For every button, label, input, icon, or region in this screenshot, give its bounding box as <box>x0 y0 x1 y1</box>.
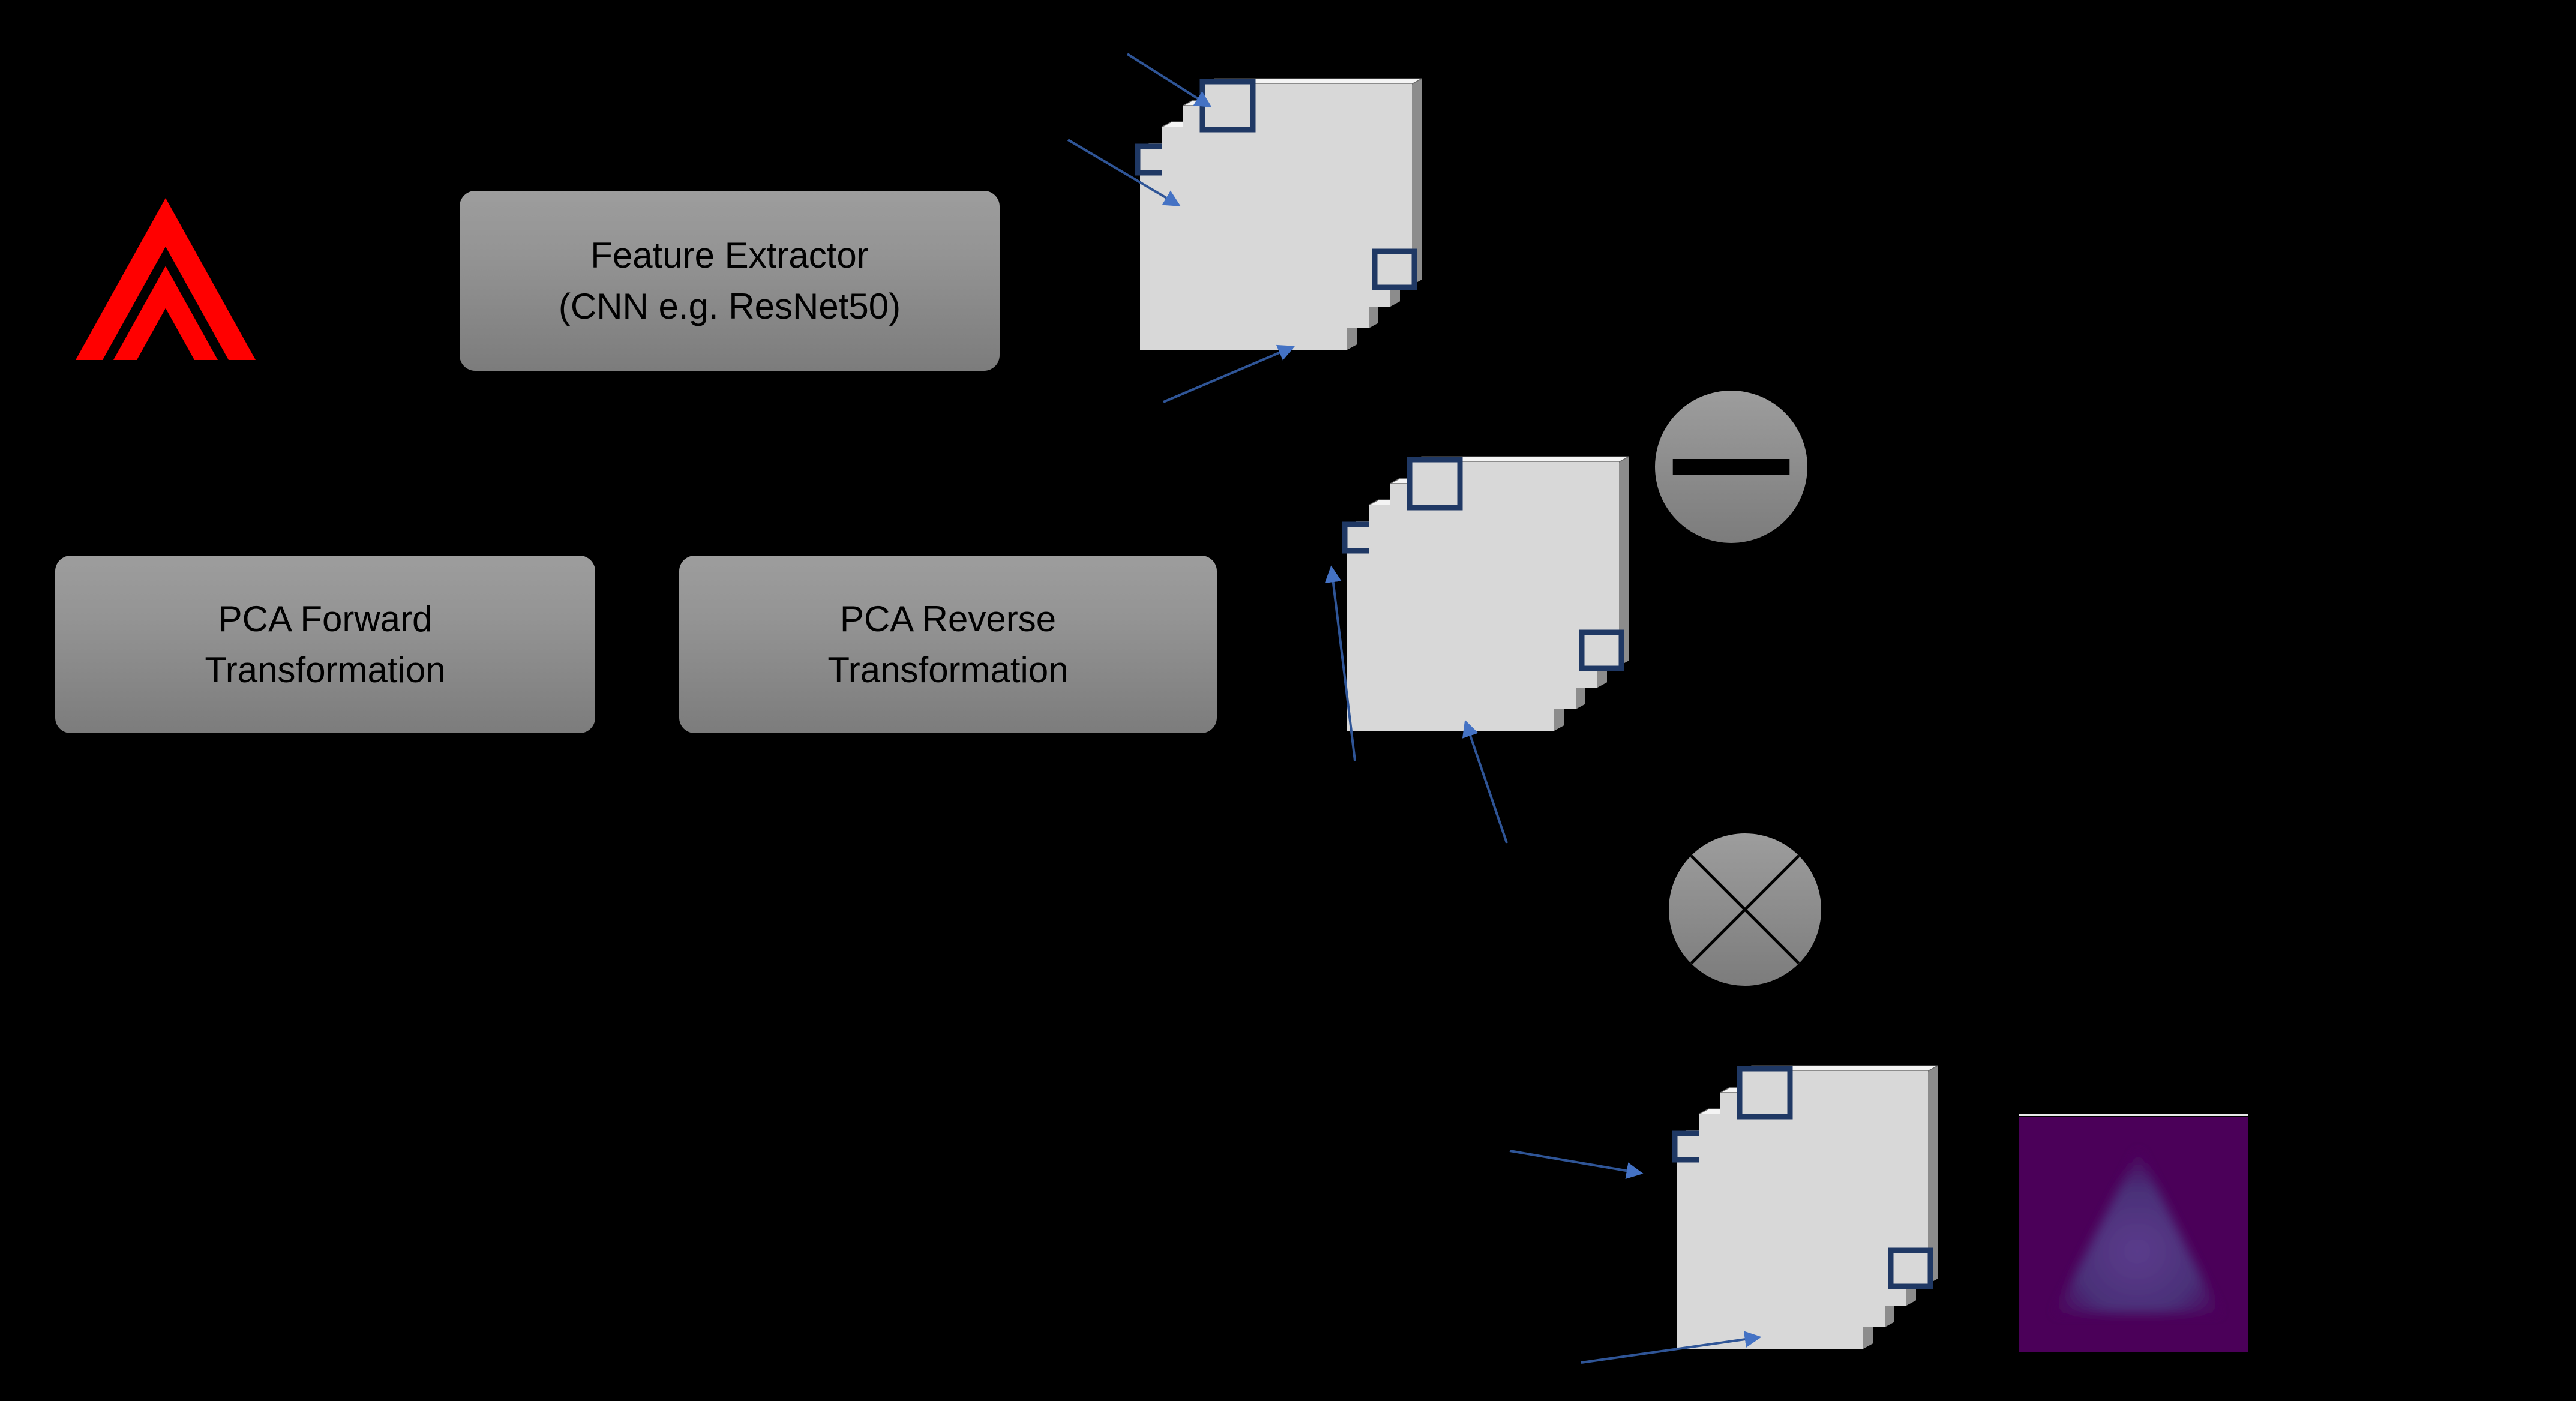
pca-reverse-line-2: Transformation <box>827 650 1069 690</box>
feature-map-card <box>1199 78 1422 290</box>
card-stack <box>1135 78 1422 350</box>
cross-icon <box>1669 833 1821 986</box>
saliency-heatmap <box>2019 1114 2248 1352</box>
feature-highlight-box <box>1737 1066 1793 1120</box>
feature-map-card <box>1737 1065 1938 1289</box>
feature-extractor-box[interactable]: Feature Extractor (CNN e.g. ResNet50) <box>460 191 1000 371</box>
input-traffic-sign <box>76 198 256 360</box>
heatmap-image <box>2019 1114 2248 1352</box>
multiply-operator-icon <box>1668 833 1822 986</box>
heatmap-top-rule <box>2019 1114 2248 1116</box>
pca-forward-line-2: Transformation <box>205 650 446 690</box>
cross-stroke-1 <box>1690 854 1800 965</box>
subtract-operator-icon <box>1654 390 1808 544</box>
feature-highlight-box <box>1579 629 1624 671</box>
card-stack <box>1672 1065 1938 1349</box>
pca-forward-line-1: PCA Forward <box>218 598 433 639</box>
pca-reverse-line-1: PCA Reverse <box>839 598 1057 639</box>
minus-bar <box>1672 459 1790 475</box>
feature-highlight-box <box>1372 248 1417 290</box>
feature-highlight-box <box>1888 1247 1933 1289</box>
card-side-edge <box>1619 457 1629 666</box>
feature-extractor-line-1: Feature Extractor <box>590 235 869 275</box>
card-side-edge <box>1928 1066 1938 1284</box>
connector-arrow <box>1509 1150 1644 1180</box>
feature-highlight-box <box>1407 457 1463 511</box>
feature-map-card <box>1407 456 1629 671</box>
feature-map-stack-reconstructed <box>1672 1065 1941 1364</box>
card-side-edge <box>1412 79 1422 285</box>
feature-map-stack-cnn <box>1135 78 1425 365</box>
card-stack <box>1342 456 1629 731</box>
minus-icon <box>1655 391 1807 543</box>
feature-extractor-line-2: (CNN e.g. ResNet50) <box>558 286 901 326</box>
card-face <box>1412 462 1619 666</box>
pca-reverse-box[interactable]: PCA Reverse Transformation <box>679 556 1217 733</box>
feature-map-stack-pca <box>1342 456 1632 746</box>
card-face <box>1205 84 1412 285</box>
pca-forward-box[interactable]: PCA Forward Transformation <box>55 556 595 733</box>
sign-triangle-ring-3 <box>137 308 194 360</box>
heatmap-triangle-activation <box>2055 1150 2220 1313</box>
traffic-sign-icon <box>76 198 256 360</box>
